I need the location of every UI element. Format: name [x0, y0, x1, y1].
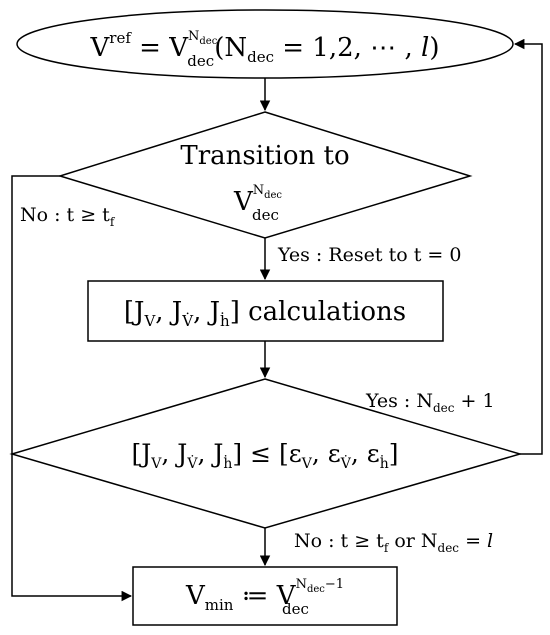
decision1-title: Transition to [180, 141, 349, 171]
edge-label-no-finish: No : t ≥ tf or Ndec = l [294, 530, 493, 555]
calculations-box [87, 280, 444, 342]
arrow-no-to-end [11, 175, 133, 602]
arrow-yes-loop-back [513, 38, 543, 455]
edge-label-no-timeout: No : t ≥ tf [20, 204, 116, 229]
threshold-condition: [JV, JV̇, Jḣ] ≤ [εV, εV̇, εḣ] [132, 439, 399, 472]
edge-label-yes-reset: Yes : Reset to t = 0 [277, 244, 461, 266]
calculations-text: [JV, JV̇, Jḣ] calculations [124, 297, 406, 330]
edge-label-yes-increment: Yes : Ndec + 1 [365, 390, 495, 415]
end-box [132, 566, 398, 626]
